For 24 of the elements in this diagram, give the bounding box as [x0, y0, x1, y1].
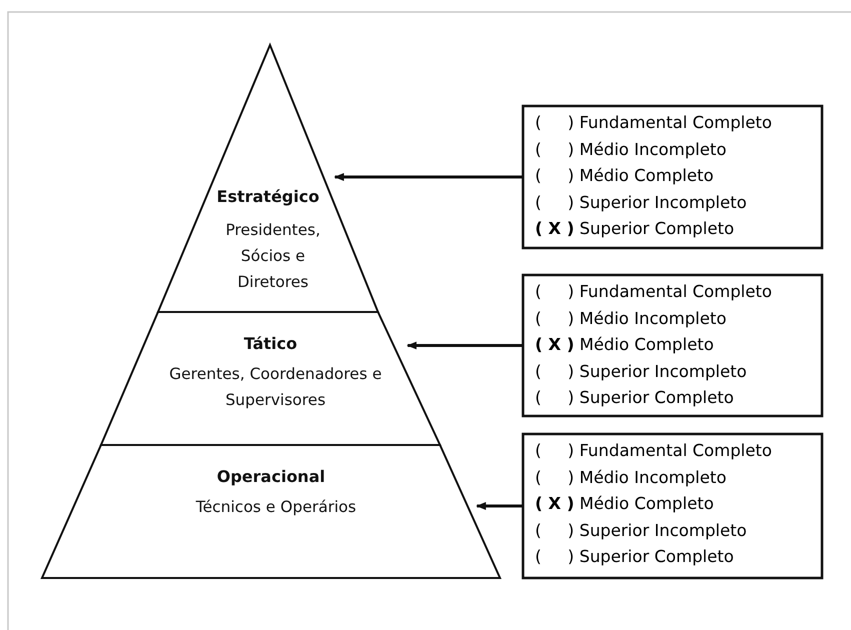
- level-description: Presidentes, Sócios e Diretores: [224, 220, 322, 293]
- arrow: [334, 173, 523, 181]
- checkbox-option: ( ) Médio Incompleto: [535, 138, 726, 160]
- checkbox-option: ( X ) Médio Completo: [535, 334, 714, 356]
- arrow: [406, 342, 523, 350]
- level-description: Gerentes, Coordenadores e Supervisores: [168, 364, 383, 411]
- level-title: Estratégico: [216, 187, 320, 206]
- checkbox-option: ( ) Médio Incompleto: [535, 466, 726, 488]
- checkbox-option: ( ) Médio Completo: [535, 165, 714, 187]
- checkbox-option: ( ) Superior Incompleto: [535, 360, 747, 382]
- checkbox-option: ( ) Fundamental Completo: [535, 281, 772, 303]
- checkbox-option: ( ) Fundamental Completo: [535, 112, 772, 134]
- checkbox-option: ( X ) Médio Completo: [535, 493, 714, 515]
- checkbox-option: ( X ) Superior Completo: [535, 218, 734, 240]
- checkbox-option: ( ) Superior Completo: [535, 387, 734, 409]
- arrow: [476, 502, 523, 510]
- checkbox-option: ( ) Superior Completo: [535, 546, 734, 568]
- checkbox-option: ( ) Superior Incompleto: [535, 520, 747, 542]
- checkbox-option: ( ) Médio Incompleto: [535, 308, 726, 330]
- checkbox-option: ( ) Fundamental Completo: [535, 440, 772, 462]
- level-title: Tático: [242, 334, 298, 353]
- checkbox-option: ( ) Superior Incompleto: [535, 192, 747, 214]
- level-description: Técnicos e Operários: [194, 497, 358, 518]
- level-title: Operacional: [216, 467, 326, 486]
